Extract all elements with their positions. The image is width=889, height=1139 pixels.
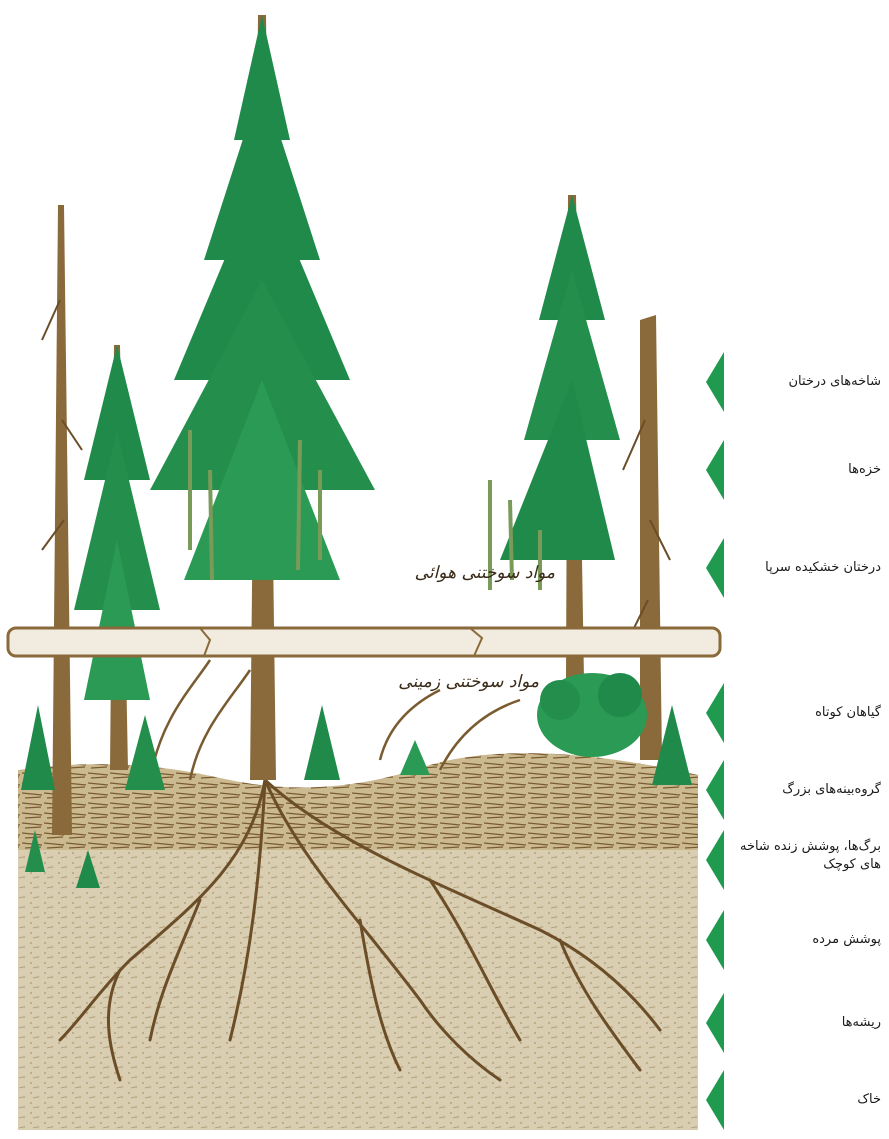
downed-log xyxy=(8,628,720,656)
green-arrow-icon xyxy=(706,538,724,598)
ground-fuel-label: مواد سوختنی زمینی xyxy=(398,672,539,692)
green-arrow-icon xyxy=(706,910,724,970)
layer-label-soil: خاک xyxy=(857,1091,881,1109)
green-arrow-icon xyxy=(706,760,724,820)
small-spruce-left xyxy=(74,345,160,770)
layer-label-large-logs: گروه‌بینه‌های بزرگ xyxy=(782,781,881,799)
green-arrow-icon xyxy=(706,352,724,412)
layer-label-tree-branches: شاخه‌های درختان xyxy=(788,373,881,391)
tall-spruce xyxy=(150,15,375,780)
layer-label-dead-cover: پوشش مرده xyxy=(812,931,881,949)
green-arrow-icon xyxy=(706,993,724,1053)
green-arrow-icon xyxy=(706,830,724,890)
snag-left xyxy=(42,205,82,835)
green-arrow-icon xyxy=(706,683,724,743)
layer-label-roots: ریشه‌ها xyxy=(842,1014,881,1032)
layer-markers xyxy=(706,352,724,1130)
layer-label-standing-dead-trees: درختان خشکیده سرپا xyxy=(765,559,881,577)
layer-label-low-plants: گیاهان کوتاه xyxy=(815,704,881,722)
green-arrow-icon xyxy=(706,1070,724,1130)
green-arrow-icon xyxy=(706,440,724,500)
layer-label-leaves-live-cover: برگ‌ها، پوشش زنده شاخه های کوچک xyxy=(733,838,881,873)
layer-label-mosses: خزه‌ها xyxy=(848,461,881,479)
spruce-right xyxy=(490,195,620,680)
aerial-fuel-label: مواد سوختنی هوائی xyxy=(415,563,555,583)
soil-layer xyxy=(18,840,698,1130)
